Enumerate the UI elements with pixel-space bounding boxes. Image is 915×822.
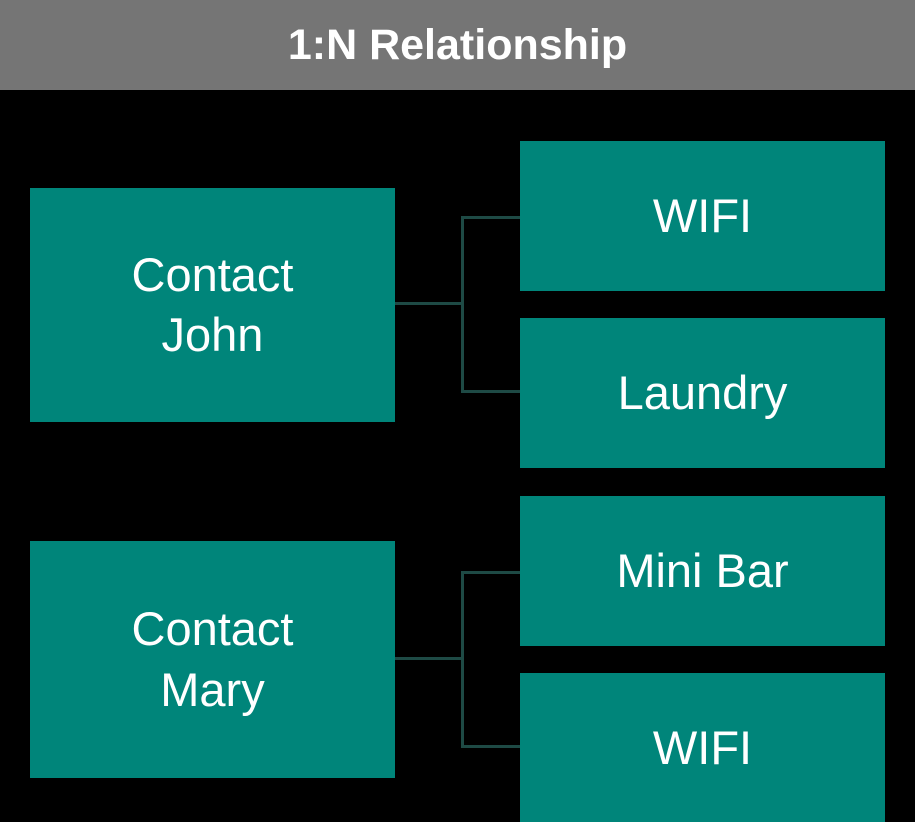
node-contact-mary[interactable]: Contact Mary	[30, 541, 395, 778]
connector-john-spine	[461, 216, 464, 393]
connector-mary-stem	[395, 657, 463, 660]
connector-mary-to-wifi	[461, 745, 521, 748]
node-wifi-john[interactable]: WIFI	[520, 141, 885, 291]
diagram-body: Contact John Contact Mary WIFI Laundry M…	[0, 90, 915, 822]
node-laundry-john[interactable]: Laundry	[520, 318, 885, 468]
connector-mary-spine	[461, 571, 464, 748]
connector-john-to-wifi	[461, 216, 521, 219]
connector-mary-to-mini-bar	[461, 571, 521, 574]
node-mini-bar-mary[interactable]: Mini Bar	[520, 496, 885, 646]
connector-john-to-laundry	[461, 390, 521, 393]
connector-john-stem	[395, 302, 463, 305]
node-wifi-mary[interactable]: WIFI	[520, 673, 885, 822]
page-title: 1:N Relationship	[287, 20, 628, 69]
node-contact-john[interactable]: Contact John	[30, 188, 395, 422]
title-bar: 1:N Relationship	[0, 0, 915, 90]
